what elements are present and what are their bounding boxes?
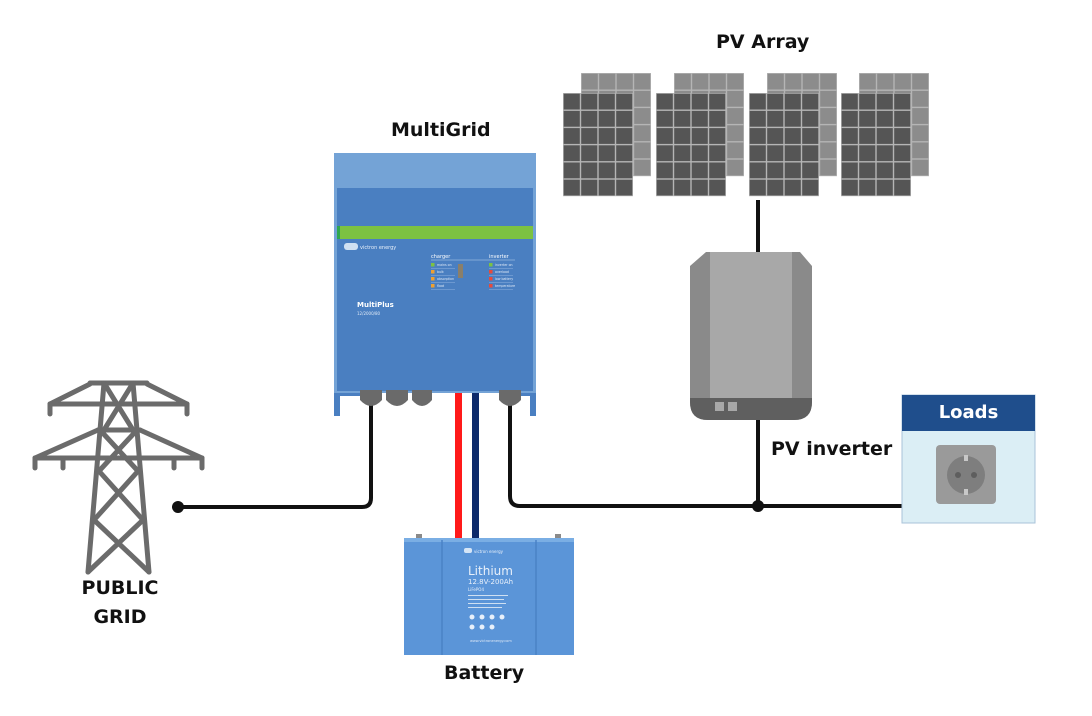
led-label: bulk [437, 270, 444, 274]
solar-panel-front [656, 93, 726, 197]
status-led [431, 284, 435, 288]
warning-symbols-icon [469, 614, 505, 630]
battery-title: Lithium [468, 564, 513, 578]
status-led [489, 284, 493, 288]
mode-switch [458, 264, 463, 278]
battery-device: victron energy Lithium 12.8V-200Ah LiFeP… [404, 534, 574, 655]
status-led [431, 270, 435, 274]
wires [172, 200, 902, 540]
public-grid-label-line2: GRID [93, 606, 147, 628]
inverter-heading: inverter [489, 254, 510, 260]
led-label: float [437, 284, 445, 288]
led-label: overload [495, 270, 509, 274]
battery-rating: 12.8V-200Ah [468, 578, 513, 586]
grid-connection-dot [172, 501, 184, 513]
solar-panel-front [841, 93, 911, 197]
inverter-led-list: inverter on overload low battery temperatur… [489, 263, 515, 290]
battery-brand: victron energy [474, 549, 504, 554]
power-pylon-icon [32, 380, 205, 575]
wire-dc-negative [472, 390, 479, 540]
wire-multigrid-to-loads [508, 400, 902, 508]
led-label: inverter on [495, 263, 513, 267]
status-led [489, 270, 493, 274]
status-led [489, 263, 493, 267]
pv-array-label: PV Array [716, 31, 810, 53]
wire-grid-to-multigrid [178, 400, 373, 509]
loads-label: Loads [938, 402, 999, 423]
model-name: MultiPlus [357, 301, 394, 309]
victron-logo-icon [344, 243, 358, 250]
battery-footer: www.victronenergy.com [470, 639, 512, 643]
charger-led-list: mains on bulk absorption float [431, 263, 455, 290]
loads-box [901, 394, 1036, 524]
led-label: absorption [437, 277, 454, 281]
pv-inverter [690, 252, 812, 420]
status-led [431, 277, 435, 281]
brand-text: victron energy [360, 245, 396, 251]
wire-dc-positive [455, 390, 462, 540]
status-led [489, 277, 493, 281]
multigrid-label: MultiGrid [391, 119, 491, 141]
pv-array [563, 73, 929, 197]
model-sub: 12/2000/80 [357, 311, 381, 316]
solar-panel-front [563, 93, 633, 197]
power-socket-icon [936, 445, 996, 504]
solar-panel-front [749, 93, 819, 197]
status-light [728, 402, 737, 411]
charger-heading: charger [431, 254, 451, 260]
battery-chemistry: LiFePO4 [468, 587, 484, 592]
battery-label: Battery [444, 662, 525, 684]
pv-inverter-label: PV inverter [771, 438, 893, 460]
public-grid-label-line1: PUBLIC [81, 577, 159, 599]
cable-glands [360, 390, 521, 406]
status-bar [337, 226, 533, 239]
status-led [431, 263, 435, 267]
led-label: temperature [495, 284, 515, 288]
led-label: mains on [437, 263, 452, 267]
led-label: low battery [495, 277, 513, 281]
status-light [715, 402, 724, 411]
multigrid-device: victron energy charger inverter mains on… [334, 153, 536, 416]
